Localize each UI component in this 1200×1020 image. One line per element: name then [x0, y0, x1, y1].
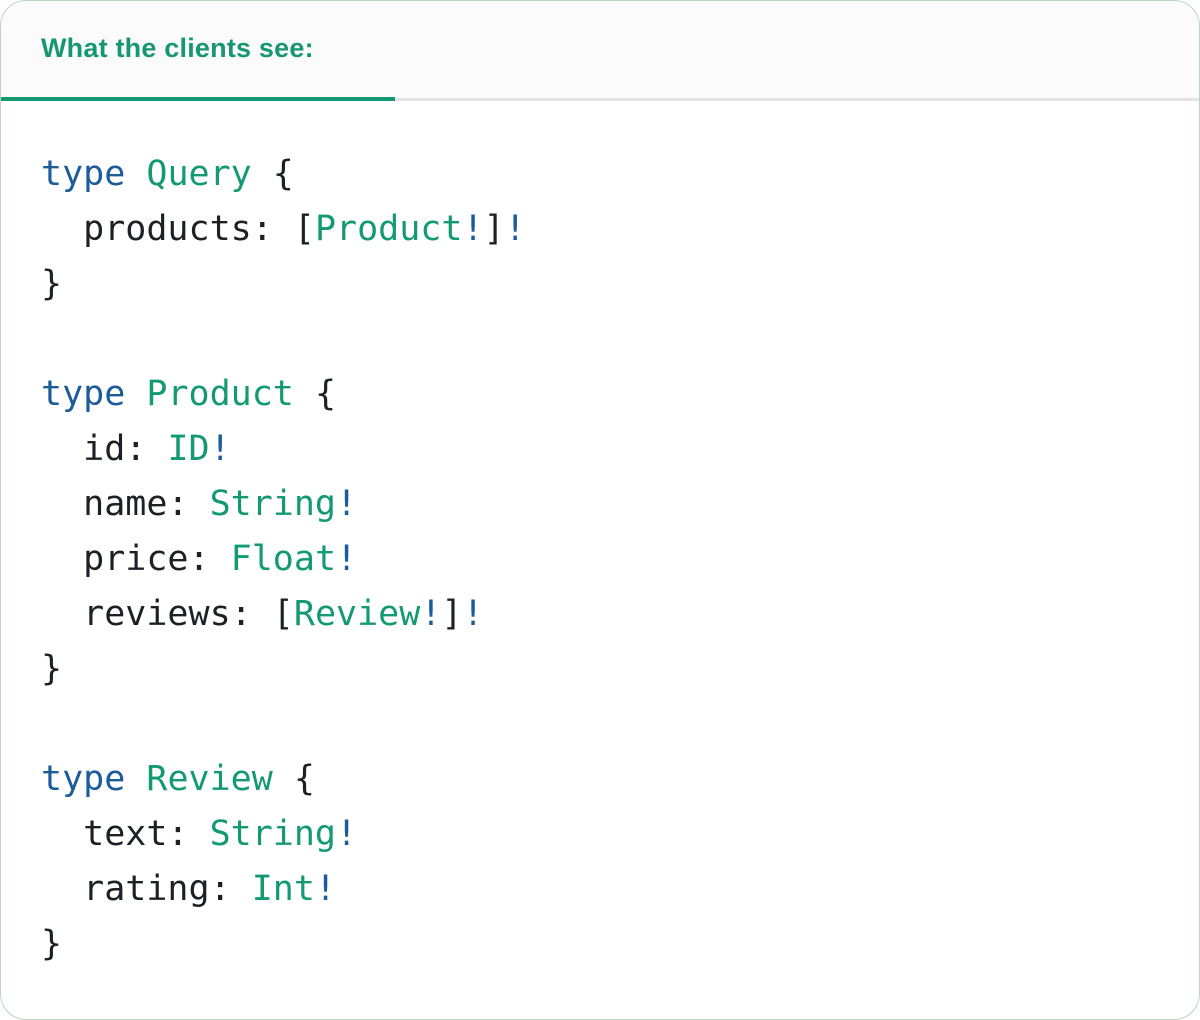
- code-token: String: [209, 484, 337, 524]
- code-line: [41, 697, 1179, 752]
- code-token: [125, 154, 146, 194]
- tab-bar: What the clients see:: [1, 1, 1199, 101]
- code-token: Review: [293, 594, 421, 634]
- code-token: }: [41, 924, 63, 964]
- code-token: ID: [167, 429, 210, 469]
- code-token: [125, 759, 146, 799]
- code-token: id:: [41, 429, 168, 469]
- code-token: Product: [146, 374, 294, 414]
- code-token: price:: [41, 539, 231, 579]
- code-token: }: [41, 264, 63, 304]
- code-line: type Query {: [41, 147, 1179, 202]
- code-token: !: [336, 539, 358, 579]
- code-line: reviews: [Review!]!: [41, 587, 1179, 642]
- code-token: reviews: [: [41, 594, 294, 634]
- code-token: type: [41, 374, 126, 414]
- code-token: type: [41, 759, 126, 799]
- code-line: id: ID!: [41, 422, 1179, 477]
- code-token: ]: [483, 209, 505, 249]
- code-token: {: [251, 154, 294, 194]
- code-token: !: [314, 869, 337, 909]
- code-line: }: [41, 642, 1179, 697]
- code-token: Int: [251, 869, 315, 909]
- code-line: name: String!: [41, 477, 1179, 532]
- code-token: ]: [441, 594, 463, 634]
- code-token: {: [272, 759, 315, 799]
- code-token: String: [209, 814, 337, 854]
- code-token: text:: [41, 814, 210, 854]
- code-token: [125, 374, 146, 414]
- code-token: rating:: [41, 869, 252, 909]
- code-token: Query: [146, 154, 252, 194]
- code-line: products: [Product!]!: [41, 202, 1179, 257]
- code-token: !: [504, 209, 526, 249]
- code-token: products: [: [41, 209, 315, 249]
- code-token: !: [462, 594, 484, 634]
- code-line: [41, 312, 1179, 367]
- code-token: !: [336, 814, 358, 854]
- active-tab-indicator: [1, 97, 395, 101]
- code-line: }: [41, 257, 1179, 312]
- code-line: price: Float!: [41, 532, 1179, 587]
- graphql-schema-code: type Query { products: [Product!]!} type…: [1, 101, 1199, 972]
- code-line: rating: Int!: [41, 862, 1179, 917]
- code-token: !: [336, 484, 358, 524]
- code-line: type Product {: [41, 367, 1179, 422]
- code-line: }: [41, 917, 1179, 972]
- code-line: text: String!: [41, 807, 1179, 862]
- code-token: {: [293, 374, 337, 414]
- code-token: Float: [230, 539, 337, 579]
- code-token: Review: [146, 759, 273, 799]
- tab-what-clients-see[interactable]: What the clients see:: [1, 1, 395, 98]
- code-token: name:: [41, 484, 210, 524]
- code-token: !: [209, 429, 231, 469]
- tab-label: What the clients see:: [41, 33, 314, 63]
- code-token: type: [41, 154, 126, 194]
- code-token: !: [420, 594, 442, 634]
- code-token: Product: [314, 209, 463, 249]
- code-token: }: [41, 649, 63, 689]
- code-line: type Review {: [41, 752, 1179, 807]
- code-token: !: [462, 209, 484, 249]
